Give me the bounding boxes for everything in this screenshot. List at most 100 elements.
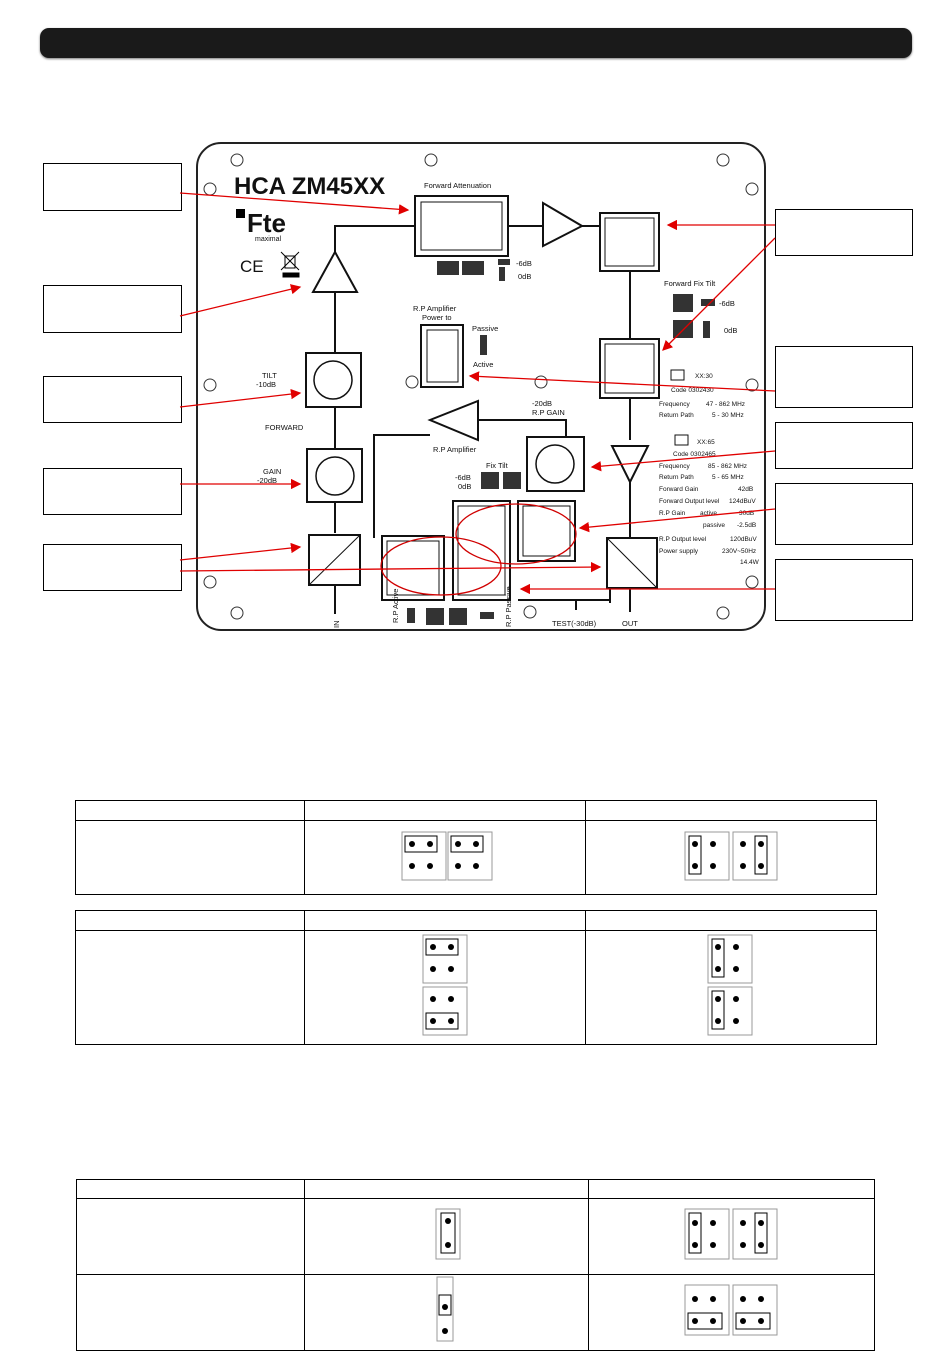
svg-text:30dB: 30dB (739, 510, 754, 517)
svg-text:47 - 862 MHz: 47 - 862 MHz (706, 401, 745, 408)
weee-bin-icon (280, 251, 300, 278)
callout-box-8 (775, 422, 913, 469)
svg-text:R.P Amplifier: R.P Amplifier (433, 445, 477, 454)
jumper-block (422, 934, 468, 984)
svg-text:5 - 65 MHz: 5 - 65 MHz (712, 474, 744, 481)
svg-text:R.P Amplifier: R.P Amplifier (413, 304, 457, 313)
svg-text:42dB: 42dB (738, 486, 753, 493)
amplifier-diagram: HCA ZM45XX Fte maximal CE Forward Attenu… (179, 142, 776, 631)
jumper (437, 261, 459, 275)
brand-sub: maximal (255, 236, 282, 243)
svg-text:Return Path: Return Path (659, 474, 694, 481)
brand-logo: Fte (247, 208, 286, 238)
callout-box-7 (775, 346, 913, 408)
svg-text:Active: Active (473, 360, 493, 369)
svg-text:Forward Output level: Forward Output level (659, 498, 720, 505)
svg-text:-6dB: -6dB (516, 259, 532, 268)
svg-text:-20dB: -20dB (257, 476, 277, 485)
jumper-block (732, 1208, 778, 1260)
rp-amplifier (427, 399, 479, 442)
jumper-table-3 (76, 1179, 875, 1351)
callout-box-4 (43, 468, 182, 515)
forward-attenuation-slot (414, 195, 509, 257)
svg-text:Frequency: Frequency (659, 401, 690, 408)
specifications: XX:30 Code 0302430 Frequency 47 - 862 MHz… (659, 369, 760, 566)
callout-box-6 (775, 209, 913, 256)
jumper-block (435, 1208, 461, 1260)
model-title: HCA ZM45XX (234, 173, 385, 200)
jumper-table-1 (75, 800, 877, 895)
jumper-block (447, 831, 493, 881)
svg-text:R.P Output level: R.P Output level (659, 536, 707, 543)
svg-text:Passive: Passive (472, 324, 498, 333)
svg-text:Frequency: Frequency (659, 463, 690, 470)
svg-text:Return Path: Return Path (659, 412, 694, 419)
forward-amplifier-1 (311, 249, 359, 293)
svg-text:5 - 30 MHz: 5 - 30 MHz (712, 412, 744, 419)
jumper-block (732, 831, 778, 881)
highlight-ellipse (455, 503, 577, 565)
svg-text:0dB: 0dB (518, 272, 531, 281)
jumper-config-horizontal (304, 820, 586, 895)
callout-arrows (179, 192, 776, 595)
ce-mark: CE (240, 257, 264, 276)
svg-text:IN: IN (332, 621, 341, 629)
svg-text:85 - 862 MHz: 85 - 862 MHz (708, 463, 747, 470)
signal-paths (334, 225, 631, 614)
svg-text:Code 0302430: Code 0302430 (671, 387, 714, 394)
jumper-block (707, 934, 753, 984)
svg-text:-20dB: -20dB (532, 399, 552, 408)
svg-text:TEST(-30dB): TEST(-30dB) (552, 619, 597, 628)
svg-text:active: active (700, 510, 717, 517)
callout-box-3 (43, 376, 182, 423)
svg-text:TILT: TILT (262, 371, 277, 380)
svg-text:-10dB: -10dB (256, 380, 276, 389)
svg-text:Power supply: Power supply (659, 548, 699, 555)
svg-text:XX:65: XX:65 (697, 439, 715, 446)
callout-box-1 (43, 163, 182, 211)
svg-text:OUT: OUT (622, 619, 638, 628)
jumper-block (684, 1208, 730, 1260)
svg-text:-6dB: -6dB (719, 299, 735, 308)
callout-box-5 (43, 544, 182, 591)
label-forward-attenuation: Forward Attenuation (424, 181, 491, 190)
callout-box-10 (775, 559, 913, 621)
mounting-holes (203, 153, 759, 620)
svg-text:Forward Gain: Forward Gain (659, 486, 699, 493)
svg-text:0dB: 0dB (458, 482, 471, 491)
jumper-block (422, 986, 468, 1036)
svg-text:0dB: 0dB (724, 326, 737, 335)
callout-box-9 (775, 483, 913, 545)
svg-text:Fix Tilt: Fix Tilt (486, 461, 509, 470)
forward-amplifier-2 (542, 201, 585, 248)
svg-text:Code 0302465: Code 0302465 (673, 451, 716, 458)
svg-text:XX:30: XX:30 (695, 373, 713, 380)
svg-text:FORWARD: FORWARD (265, 423, 304, 432)
tilt-potentiometer (305, 352, 362, 408)
plugin-slot (599, 338, 660, 399)
svg-text:124dBuV: 124dBuV (729, 498, 756, 505)
callout-box-2 (43, 285, 182, 333)
jumper-block (732, 1284, 778, 1336)
rp-power-slot (420, 324, 464, 388)
svg-text:R.P Active: R.P Active (391, 589, 400, 623)
svg-text:120dBuV: 120dBuV (730, 536, 757, 543)
jumper-block (684, 1284, 730, 1336)
header-bar (40, 28, 912, 58)
svg-text:-6dB: -6dB (455, 473, 471, 482)
svg-text:passive: passive (703, 522, 725, 529)
svg-text:Power to: Power to (422, 313, 452, 322)
jumper-block (436, 1276, 454, 1342)
jumper-block (401, 831, 447, 881)
jumper (462, 261, 484, 275)
jumper-block (684, 831, 730, 881)
jumper-table-2 (75, 910, 877, 1045)
svg-text:R.P Passive: R.P Passive (504, 586, 513, 627)
highlight-ellipse (380, 536, 502, 596)
svg-text:230V~50Hz: 230V~50Hz (722, 548, 756, 555)
svg-text:-2.5dB: -2.5dB (737, 522, 756, 529)
svg-text:14.4W: 14.4W (740, 559, 760, 566)
jumper-config-vertical (585, 820, 877, 895)
svg-text:R.P GAIN: R.P GAIN (532, 408, 565, 417)
